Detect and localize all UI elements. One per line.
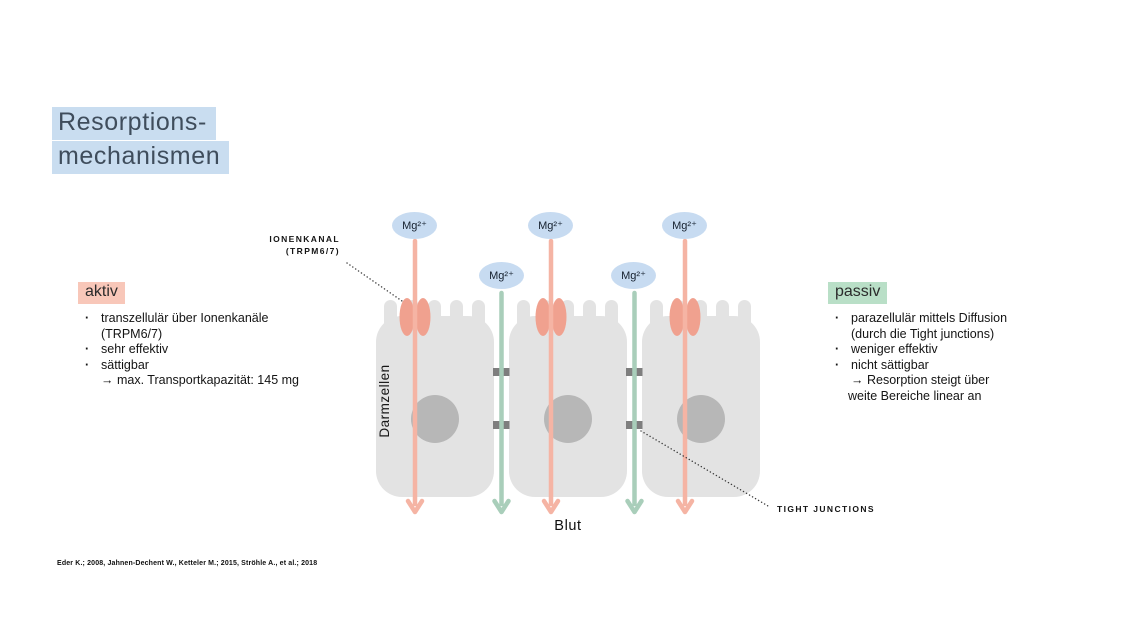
- list-item-text: sättigbar: [101, 357, 149, 372]
- active-note: → max. Transportkapazität: 145 mg: [101, 373, 300, 387]
- list-item-text: weniger effektiv: [851, 342, 938, 356]
- title-line-1: Resorptions-: [52, 107, 216, 140]
- cells-axis-label: Darmzellen: [377, 364, 392, 437]
- list-item-text: (durch die Tight junctions): [851, 326, 995, 341]
- list-item-text: sehr effektiv: [101, 342, 169, 356]
- list-item: weniger effektiv: [835, 342, 1048, 358]
- page-title: Resorptions- mechanismen: [52, 107, 230, 175]
- leader-lines: [346, 262, 769, 507]
- ion-channels: [399, 298, 701, 336]
- list-item: sättigbar: [85, 358, 338, 374]
- blood-label: Blut: [554, 518, 582, 534]
- ion-channel-label: IONENKANAL (TRPM6/7): [222, 234, 340, 257]
- passive-note-line2: weite Bereiche linear an: [848, 388, 982, 403]
- cell-nucleus: [411, 395, 725, 443]
- transcellular-arrows: [405, 238, 695, 515]
- tight-junction-marks: [493, 368, 643, 429]
- passive-list: parazellulär mittels Diffusion (durch di…: [835, 311, 1048, 404]
- list-item-text: nicht sättigbar: [851, 357, 929, 372]
- passive-section: passiv parazellulär mittels Diffusion (d…: [828, 282, 1048, 404]
- list-item: parazellulär mittels Diffusion (durch di…: [835, 311, 1048, 342]
- list-item: nicht sättigbar: [835, 358, 1048, 374]
- mg-ion-badge: Mg²⁺: [392, 212, 437, 239]
- ion-channel-label-line2: (TRPM6/7): [285, 245, 340, 256]
- list-item: transzellulär über Ionenkanäle (TRPM6/7): [85, 311, 338, 342]
- title-line-2: mechanismen: [52, 141, 230, 174]
- ion-channel-label-line1: IONENKANAL: [269, 234, 340, 244]
- mg-ion-badge: Mg²⁺: [528, 212, 573, 239]
- mg-ion-badge: Mg²⁺: [479, 262, 524, 289]
- paracellular-arrows: [492, 290, 644, 515]
- passive-note: → Resorption steigt über: [851, 373, 990, 387]
- list-item-text: parazellulär mittels Diffusion: [851, 311, 1008, 325]
- list-item-text: transzellulär über Ionenkanäle: [101, 311, 269, 325]
- active-section: aktiv transzellulär über Ionenkanäle (TR…: [78, 282, 338, 389]
- citation: Eder K.; 2008, Jahnen-Dechent W., Kettel…: [57, 560, 318, 567]
- list-item-text: (TRPM6/7): [101, 326, 163, 341]
- passive-heading: passiv: [828, 282, 888, 304]
- tight-junctions-label: TIGHT JUNCTIONS: [777, 504, 875, 514]
- mg-ion-badge: Mg²⁺: [611, 262, 656, 289]
- active-heading: aktiv: [78, 282, 125, 304]
- list-item: sehr effektiv: [85, 342, 338, 358]
- active-list: transzellulär über Ionenkanäle (TRPM6/7)…: [85, 311, 338, 389]
- mg-ion-badge: Mg²⁺: [662, 212, 707, 239]
